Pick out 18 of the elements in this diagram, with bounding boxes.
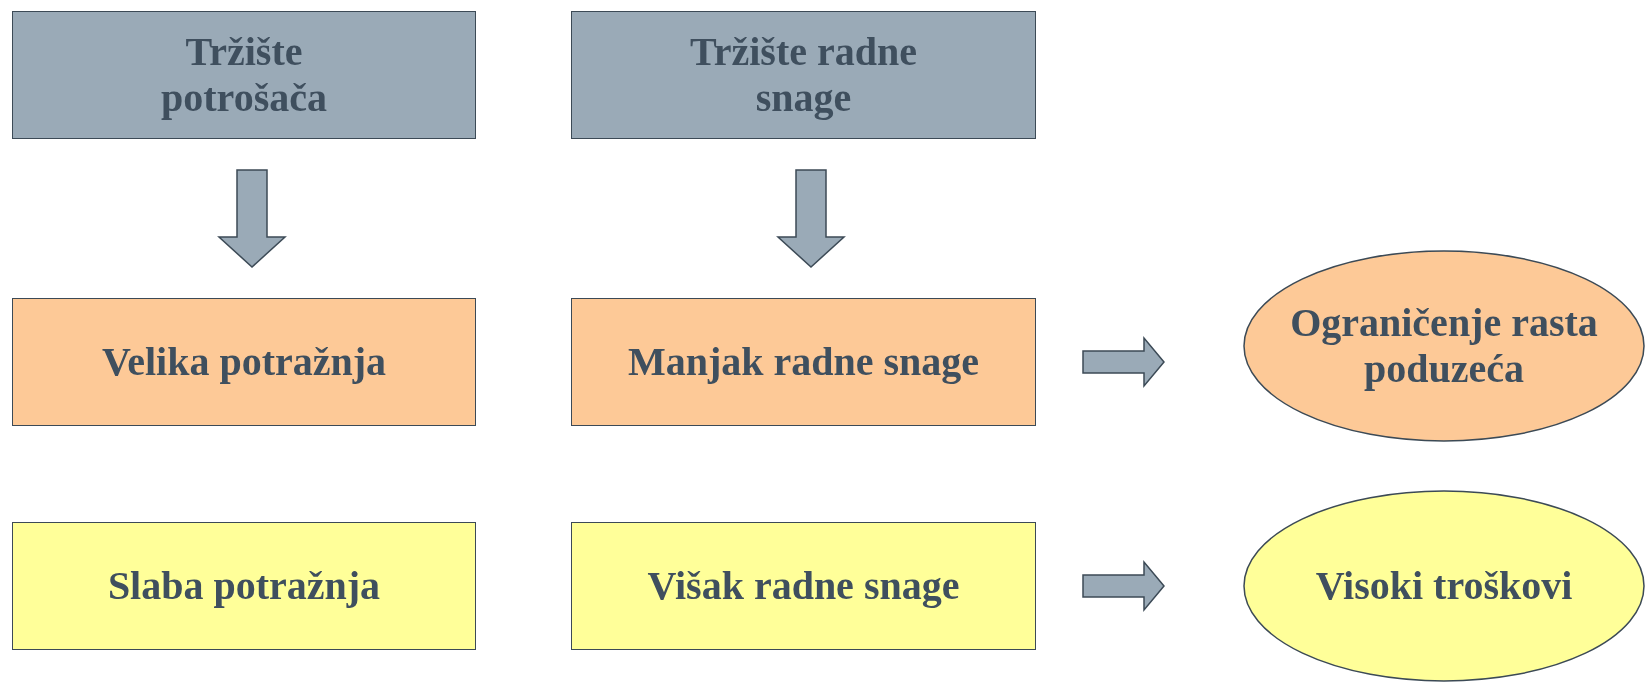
process-box [571, 11, 1036, 139]
block-arrow [217, 169, 287, 268]
block-arrow [776, 169, 846, 268]
node-label: Tržište radne snage [689, 29, 918, 121]
node-label: Slaba potražnja [107, 563, 381, 609]
block-arrow [1082, 335, 1165, 389]
node-label: Velika potražnja [101, 339, 387, 385]
process-box [571, 298, 1036, 426]
process-box [12, 11, 476, 139]
node-label: Ograničenje rasta poduzeća [1289, 300, 1599, 392]
node-label: Tržište potrošača [160, 29, 328, 121]
process-box [12, 522, 476, 650]
node-label: Višak radne snage [647, 563, 960, 609]
block-arrow [1082, 559, 1165, 613]
process-box [12, 298, 476, 426]
node-label: Visoki troškovi [1315, 563, 1573, 609]
process-box [571, 522, 1036, 650]
node-label: Manjak radne snage [627, 339, 980, 385]
